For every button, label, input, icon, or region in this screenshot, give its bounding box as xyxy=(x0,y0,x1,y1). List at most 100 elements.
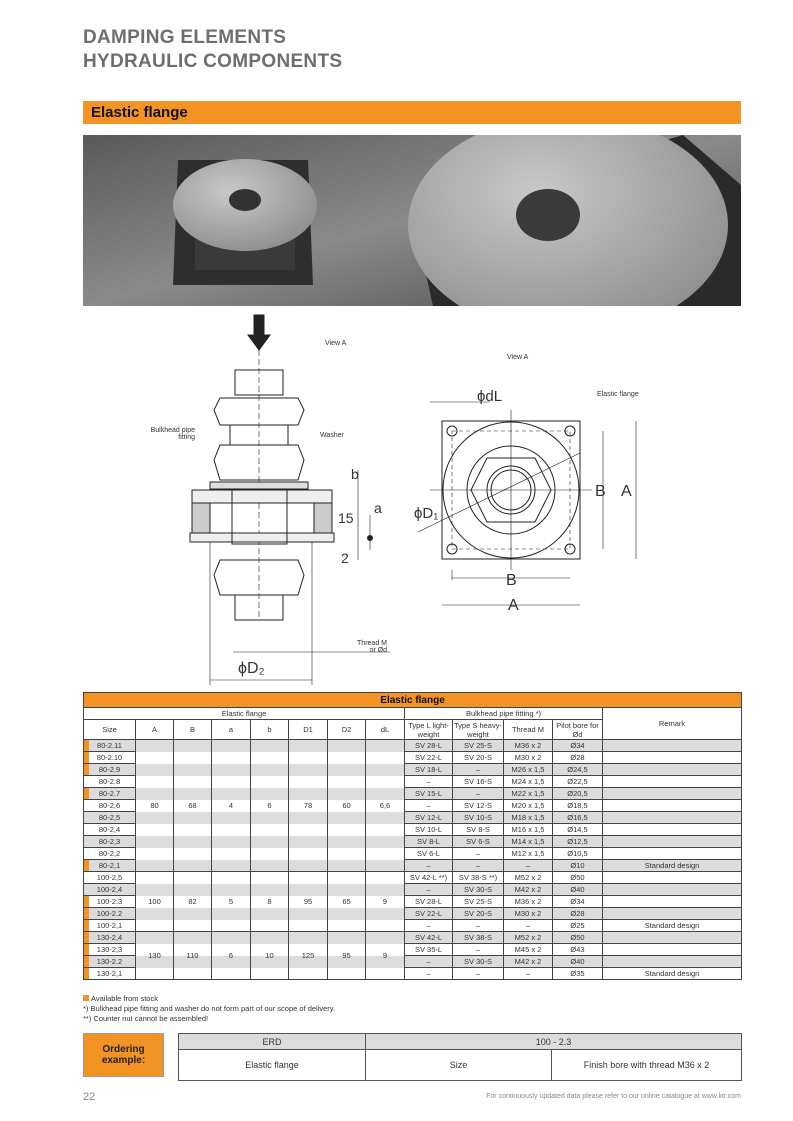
size-cell: 80-2,5 xyxy=(83,811,136,824)
dim-cell-d1 xyxy=(288,871,328,884)
thread-cell: M14 x 1,5 xyxy=(503,835,553,848)
footer-note: For continuously updated data please ref… xyxy=(486,1093,741,1100)
section-title: Elastic flange xyxy=(91,104,188,121)
column-header-size: Size xyxy=(83,719,136,740)
dim-cell-b xyxy=(173,859,212,872)
dim-cell-d1 xyxy=(288,883,328,896)
bulkhead-label-line-1: Bulkhead pipe xyxy=(150,427,195,434)
washer-label: Washer xyxy=(320,432,344,439)
remark-cell xyxy=(601,955,743,968)
dim-cell-a: 100 xyxy=(135,895,174,908)
dim-cell-a xyxy=(211,967,251,980)
dim-cell-dl: 9 xyxy=(365,943,405,960)
remark-cell: Standard design xyxy=(601,919,743,932)
dim-cell-b xyxy=(250,931,289,944)
dim-cell-a xyxy=(211,907,251,920)
ordering-code-product: ERD xyxy=(178,1033,366,1050)
dim-cell-b xyxy=(173,823,212,836)
section-header-bar: Elastic flange xyxy=(83,101,741,124)
remark-cell xyxy=(601,871,743,884)
dim-cell-a xyxy=(135,859,174,872)
type-l-cell: SV 12-L xyxy=(404,811,453,824)
type-s-cell: SV 8-S xyxy=(452,823,504,836)
dim-cell-d1 xyxy=(288,811,328,824)
pilot-bore-cell: Ø40 xyxy=(552,883,603,896)
dim-cell-a: 4 xyxy=(211,799,251,812)
dim-cell-b xyxy=(173,919,212,932)
thread-cell: M16 x 1,5 xyxy=(503,823,553,836)
dim-cell-d2: 95 xyxy=(327,943,366,960)
dim-cell-a xyxy=(135,883,174,896)
type-s-cell: SV 25-S xyxy=(452,739,504,752)
dim-value: 95 xyxy=(342,951,351,960)
dim-cell-d2 xyxy=(327,751,366,764)
type-l-cell: – xyxy=(404,919,453,932)
dim-cell-b xyxy=(173,751,212,764)
pilot-bore-cell: Ø43 xyxy=(552,943,603,956)
column-header-type-s: Type S heavy-weight xyxy=(452,719,504,740)
remark-cell xyxy=(601,895,743,908)
dim-cell-d2 xyxy=(327,811,366,824)
dim-cell-a xyxy=(211,751,251,764)
dim-cell-b xyxy=(250,835,289,848)
dim-cell-b xyxy=(250,883,289,896)
dim-cell-d1 xyxy=(288,847,328,860)
thread-cell: M22 x 1,5 xyxy=(503,787,553,800)
dim-cell-dl xyxy=(365,739,405,752)
dim-15: 15 xyxy=(338,510,354,526)
dim-cell-d1 xyxy=(288,859,328,872)
type-l-cell: SV 8-L xyxy=(404,835,453,848)
type-l-cell: SV 22-L xyxy=(404,907,453,920)
footnote-1: *) Bulkhead pipe fitting and washer do n… xyxy=(83,1004,336,1013)
dim-cell-dl: 6,6 xyxy=(365,799,405,812)
dim-cell-a xyxy=(135,835,174,848)
dim-cell-b xyxy=(173,883,212,896)
dim-cell-d2 xyxy=(327,907,366,920)
dim-cell-a xyxy=(211,775,251,788)
dim-cell-a: 6 xyxy=(211,943,251,960)
pilot-bore-cell: Ø50 xyxy=(552,931,603,944)
thread-cell: M52 x 2 xyxy=(503,931,553,944)
dim-value: 6 xyxy=(228,951,234,960)
size-cell: 80-2.7 xyxy=(83,787,136,800)
dim-value: 130 xyxy=(148,951,161,960)
dim-cell-d1: 95 xyxy=(288,895,328,908)
type-l-cell: SV 18-L xyxy=(404,763,453,776)
pilot-bore-cell: Ø16,5 xyxy=(552,811,603,824)
dim-cell-d1 xyxy=(288,763,328,776)
dim-cell-dl xyxy=(365,931,405,944)
dim-cell-b xyxy=(250,751,289,764)
dim-cell-d2: 65 xyxy=(327,895,366,908)
pilot-bore-cell: Ø24,5 xyxy=(552,763,603,776)
dim-cell-dl xyxy=(365,967,405,980)
dim-cell-b xyxy=(250,871,289,884)
type-s-cell: – xyxy=(452,847,504,860)
pilot-bore-cell: Ø34 xyxy=(552,739,603,752)
page-title-line-2: HYDRAULIC COMPONENTS xyxy=(83,51,343,72)
dim-cell-dl xyxy=(365,883,405,896)
dim-cell-d1 xyxy=(288,751,328,764)
type-s-cell: SV 30-S xyxy=(452,883,504,896)
dim-cell-dl xyxy=(365,787,405,800)
dim-cell-b xyxy=(250,787,289,800)
dim-cell-d2 xyxy=(327,931,366,944)
pilot-bore-cell: Ø20,5 xyxy=(552,787,603,800)
type-s-cell: – xyxy=(452,763,504,776)
dim-cell-b xyxy=(173,907,212,920)
dim-cell-a xyxy=(211,835,251,848)
remark-cell: Standard design xyxy=(601,859,743,872)
dim-cell-a: 130 xyxy=(135,943,174,960)
pilot-bore-cell: Ø22,5 xyxy=(552,775,603,788)
dim-cell-a xyxy=(135,763,174,776)
thread-label-line-1: Thread M xyxy=(357,640,387,647)
type-s-cell: SV 12-S xyxy=(452,799,504,812)
